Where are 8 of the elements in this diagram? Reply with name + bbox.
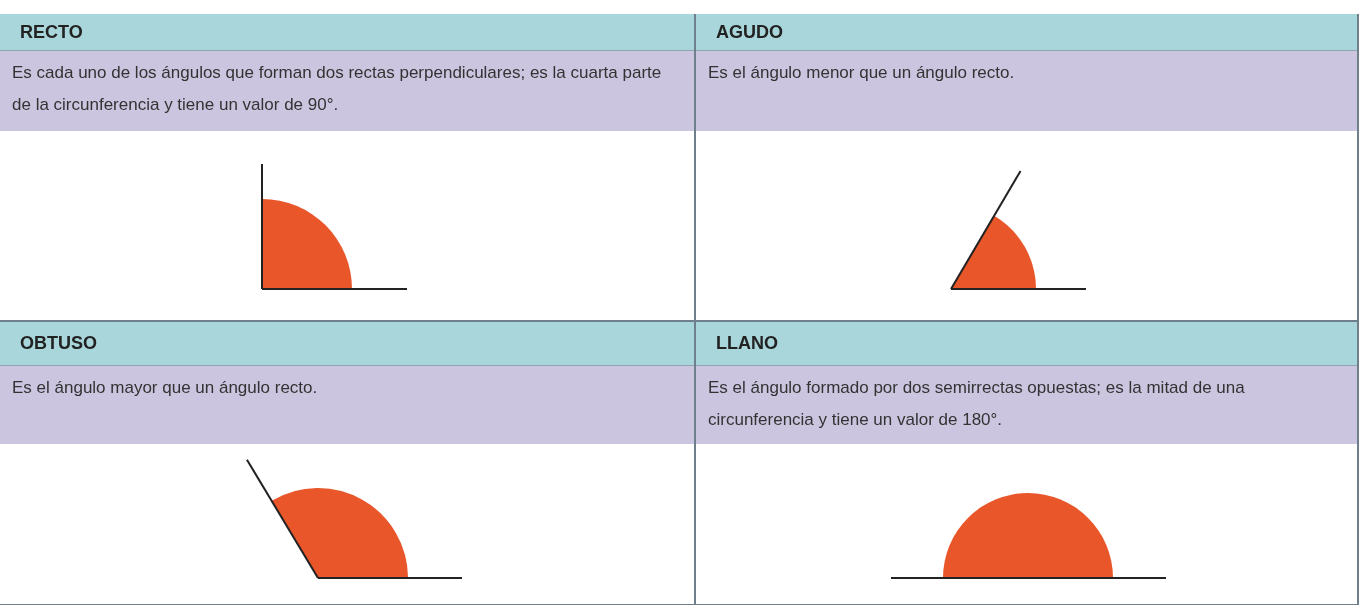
cell-description: Es el ángulo mayor que un ángulo recto. <box>0 366 694 444</box>
cell-heading: OBTUSO <box>0 322 694 366</box>
cell-description: Es el ángulo menor que un ángulo recto. <box>696 51 1357 131</box>
cell-heading: LLANO <box>696 322 1357 366</box>
cell-heading: AGUDO <box>696 14 1357 51</box>
cell-description: Es cada uno de los ángulos que forman dos rectas perpendiculares; es la cuarta parte de la circunferencia y tiene un valor de 90°. <box>0 51 694 131</box>
cell-description: Es el ángulo formado por dos semirrectas opuestas; es la mitad de una circunferencia y tiene un valor de 180°. <box>696 366 1357 444</box>
cell-heading: RECTO <box>0 14 694 51</box>
